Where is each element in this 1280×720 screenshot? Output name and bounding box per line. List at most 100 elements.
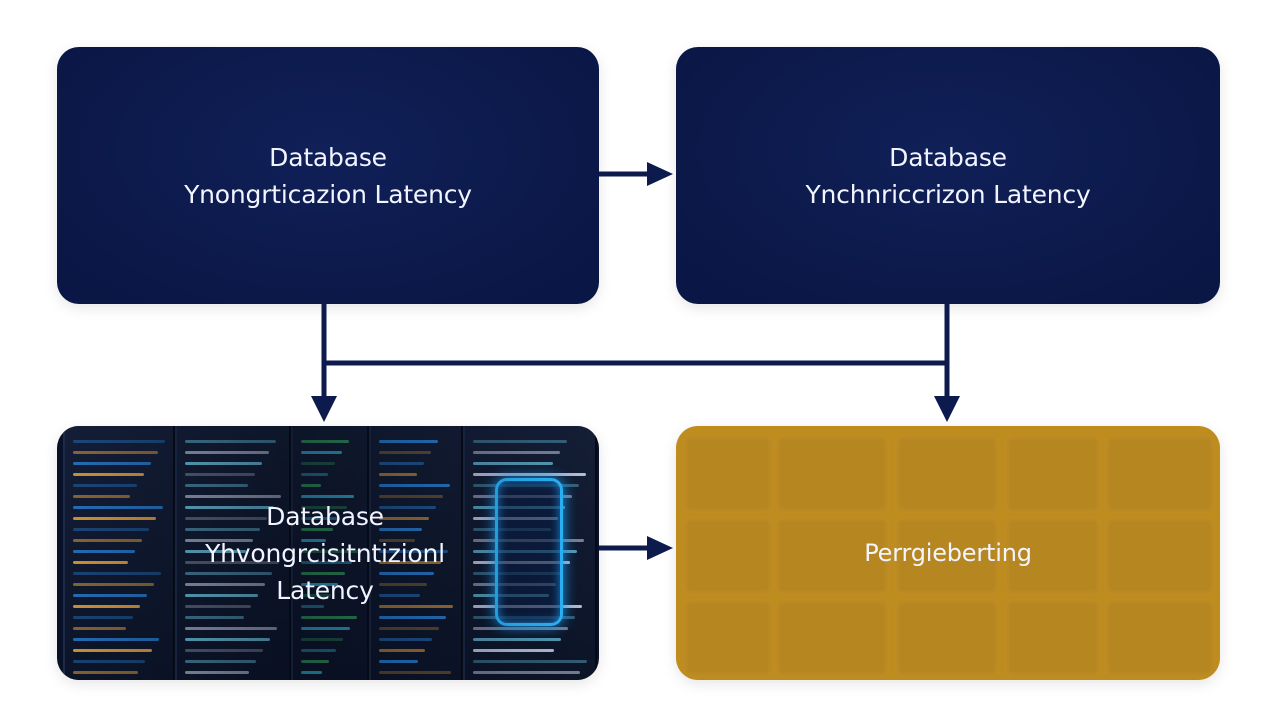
rack-light — [73, 627, 126, 630]
rack-light — [185, 594, 258, 597]
rack-light — [473, 671, 580, 674]
rack-light — [73, 649, 152, 652]
rack-light — [185, 462, 262, 465]
rack-light — [73, 616, 133, 619]
rack-light — [73, 539, 142, 542]
rack-light — [379, 495, 443, 498]
rack-light — [379, 528, 422, 531]
server-rack — [369, 426, 463, 680]
arrowhead-bottom-right — [934, 396, 960, 422]
node-top-left: Database Ynongrticazion Latency — [57, 47, 599, 304]
arrowhead-top-right — [647, 162, 673, 186]
rack-light — [301, 473, 328, 476]
rack-light — [185, 451, 269, 454]
rack-light — [379, 484, 450, 487]
node-bottom-left-line2: Yhvongrcisitntizionl — [205, 538, 445, 568]
amber-overlay — [676, 426, 1220, 680]
rack-light — [301, 484, 321, 487]
rack-light — [185, 550, 246, 553]
rack-light — [185, 572, 272, 575]
rack-light — [379, 572, 434, 575]
node-bottom-right: Perrgieberting — [676, 426, 1220, 680]
rack-light — [73, 440, 165, 443]
rack-light — [301, 649, 336, 652]
rack-light — [185, 528, 260, 531]
rack-light — [473, 451, 560, 454]
rack-light — [379, 517, 429, 520]
rack-light — [379, 561, 441, 564]
node-bottom-left-line1: Database — [266, 501, 384, 531]
rack-light — [301, 495, 354, 498]
rack-light — [301, 660, 329, 663]
node-bottom-right-line1: Perrgieberting — [864, 538, 1032, 567]
node-top-left-label: Database Ynongrticazion Latency — [57, 47, 599, 304]
rack-light — [301, 539, 326, 542]
rack-light — [301, 528, 333, 531]
rack-light — [73, 506, 163, 509]
rack-light — [301, 451, 342, 454]
rack-light — [301, 440, 349, 443]
rack-light — [73, 462, 151, 465]
rack-light — [379, 506, 436, 509]
rack-light — [473, 649, 554, 652]
rack-light — [185, 517, 267, 520]
node-top-left-line2: Ynongrticazion Latency — [184, 179, 472, 209]
rack-light — [379, 550, 448, 553]
rack-light — [473, 638, 561, 641]
node-top-right-line2: Ynchnriccrizon Latency — [805, 179, 1091, 209]
rack-light — [185, 506, 274, 509]
rack-light — [301, 572, 345, 575]
rack-light — [301, 616, 357, 619]
rack-light — [379, 605, 453, 608]
server-rack — [175, 426, 291, 680]
rack-light — [73, 473, 144, 476]
rack-light — [379, 649, 425, 652]
rack-light — [185, 605, 251, 608]
server-rack — [291, 426, 369, 680]
rack-light — [301, 605, 324, 608]
rack-light — [73, 605, 140, 608]
rack-light — [73, 451, 158, 454]
node-bottom-right-label: Perrgieberting — [676, 426, 1220, 680]
rack-light — [473, 440, 567, 443]
rack-light — [301, 462, 335, 465]
rack-light — [379, 627, 439, 630]
server-rack — [63, 426, 175, 680]
rack-light — [301, 583, 338, 586]
rack-light — [73, 528, 149, 531]
node-bottom-left: Database Yhvongrcisitntizionl Latency — [57, 426, 599, 680]
rack-light — [301, 594, 331, 597]
rack-light — [73, 594, 147, 597]
rack-light — [301, 561, 352, 564]
rack-light — [185, 671, 249, 674]
rack-light — [379, 583, 427, 586]
rack-light — [301, 627, 350, 630]
rack-light — [185, 660, 256, 663]
rack-light — [185, 638, 270, 641]
rack-light — [379, 671, 451, 674]
rack-light — [73, 495, 130, 498]
rack-light — [185, 539, 253, 542]
rack-light — [185, 627, 277, 630]
rack-light — [379, 440, 438, 443]
rack-light — [73, 583, 154, 586]
rack-light — [473, 627, 568, 630]
rack-light — [73, 572, 161, 575]
rack-light — [73, 671, 138, 674]
rack-light — [473, 473, 586, 476]
arrowhead-bottom-right-horizontal — [647, 536, 673, 560]
rack-light — [73, 550, 135, 553]
rack-light — [379, 539, 415, 542]
node-top-right: Database Ynchnriccrizon Latency — [676, 47, 1220, 304]
rack-light — [473, 462, 553, 465]
rack-light — [73, 484, 137, 487]
rack-light — [301, 671, 322, 674]
node-top-right-label: Database Ynchnriccrizon Latency — [676, 47, 1220, 304]
rack-light — [301, 506, 347, 509]
rack-light — [473, 660, 587, 663]
glowing-panel-icon — [495, 478, 563, 626]
rack-light — [379, 660, 418, 663]
rack-light — [185, 440, 276, 443]
rack-light — [185, 583, 265, 586]
